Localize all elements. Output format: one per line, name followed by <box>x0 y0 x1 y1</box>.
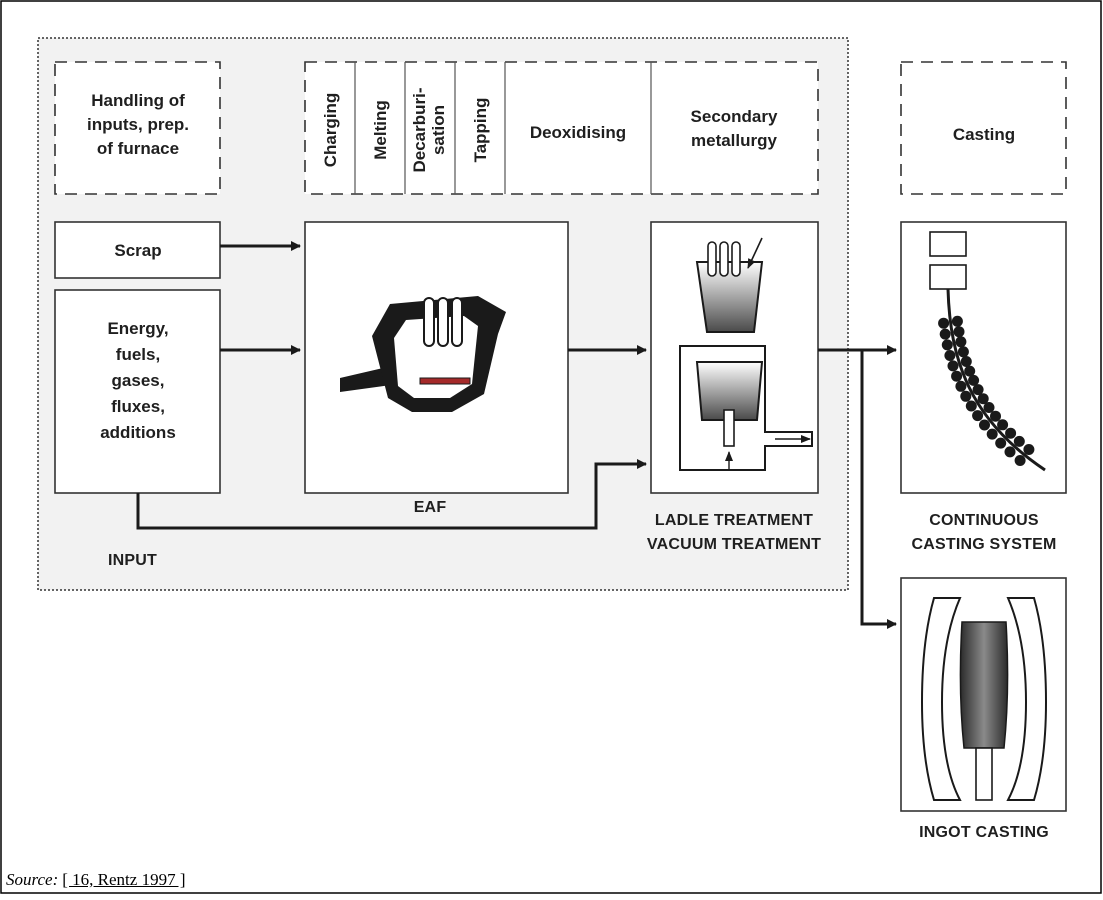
caster-roller <box>944 350 956 361</box>
stage-deoxidising: Deoxidising <box>530 123 626 142</box>
caption-continuous-line1: CONTINUOUS <box>929 512 1039 529</box>
input-energy-line1: Energy, <box>107 319 168 338</box>
input-energy-line4: fluxes, <box>111 397 165 416</box>
caster-roller <box>997 419 1009 431</box>
stage-casting: Casting <box>900 61 1067 195</box>
source-citation: Source:[ 16, Rentz 1997 ] <box>6 870 185 890</box>
input-energy-line5: additions <box>100 423 176 442</box>
caster-roller <box>965 400 977 412</box>
continuous-caster-icon <box>929 231 1046 472</box>
caster-roller <box>1013 435 1025 447</box>
caster-roller <box>957 346 969 358</box>
caster-roller <box>1005 427 1017 439</box>
stage-secondary-line2: metallurgy <box>691 131 778 150</box>
source-label: Source: <box>6 870 59 889</box>
caption-ladle-line1: LADLE TREATMENT <box>655 512 813 529</box>
stage-handling: Handling of inputs, prep. of furnace <box>54 61 221 195</box>
caster-roller <box>972 410 984 422</box>
stage-melting: Melting <box>371 100 390 160</box>
stage-decarburisation-line1: Decarburi- <box>410 87 429 172</box>
stage-handling-line1: Handling of <box>91 91 185 110</box>
caster-roller <box>995 437 1007 449</box>
stage-secondary-line1: Secondary <box>691 107 778 126</box>
vacuum-treatment-icon <box>679 345 813 471</box>
caster-roller <box>939 328 951 340</box>
input-scrap: Scrap <box>54 221 221 279</box>
stage-charging: Charging <box>321 93 340 168</box>
ladle-treatment-icon <box>695 237 764 333</box>
caption-input: INPUT <box>108 552 157 569</box>
caster-roller <box>977 393 989 405</box>
caster-roller <box>983 402 995 413</box>
caster-roller <box>941 339 953 351</box>
caster-roller <box>1014 455 1026 466</box>
eaf-furnace-icon <box>340 296 506 412</box>
caster-roller <box>951 370 963 382</box>
caster-roller <box>955 380 967 392</box>
stage-casting-label: Casting <box>953 125 1015 144</box>
caster-roller <box>951 315 963 327</box>
caption-ladle-line2: VACUUM TREATMENT <box>647 536 821 553</box>
flow-arrows <box>136 241 897 629</box>
arrow-ladle-to-ingot <box>860 350 897 629</box>
caster-roller <box>955 336 967 348</box>
caster-roller <box>960 356 972 367</box>
stage-handling-line2: inputs, prep. <box>87 115 189 134</box>
caption-ingot: INGOT CASTING <box>919 824 1049 841</box>
caster-roller <box>938 317 950 329</box>
stage-decarburisation-line2: sation <box>429 105 448 155</box>
stage-handling-line3: of furnace <box>97 139 179 158</box>
caster-roller <box>979 419 990 431</box>
arrow-input-to-ladle <box>136 459 647 530</box>
caption-continuous-line2: CASTING SYSTEM <box>911 536 1056 553</box>
caster-roller <box>953 326 965 338</box>
source-reference-link[interactable]: [ 16, Rentz 1997 ] <box>62 870 186 889</box>
continuous-casting-box <box>900 221 1067 494</box>
caster-roller <box>968 374 980 386</box>
caster-roller <box>947 360 959 372</box>
stage-row-eaf-secondary: Charging Melting Decarburi- sation Tappi… <box>304 61 819 195</box>
input-energy-line3: gases, <box>112 371 165 390</box>
stage-tapping: Tapping <box>471 98 490 163</box>
caster-roller <box>964 365 976 377</box>
caster-roller <box>972 384 984 396</box>
caster-roller <box>1023 444 1035 455</box>
caster-roller <box>1004 446 1016 458</box>
input-energy: Energy, fuels, gases, fluxes, additions <box>54 289 221 494</box>
input-scrap-label: Scrap <box>114 241 161 260</box>
caster-roller <box>986 428 998 440</box>
caster-roller <box>960 390 972 402</box>
ingot-mould-icon <box>920 597 1048 801</box>
caption-eaf: EAF <box>414 499 447 516</box>
caster-roller <box>990 410 1001 422</box>
input-energy-line2: fuels, <box>116 345 160 364</box>
